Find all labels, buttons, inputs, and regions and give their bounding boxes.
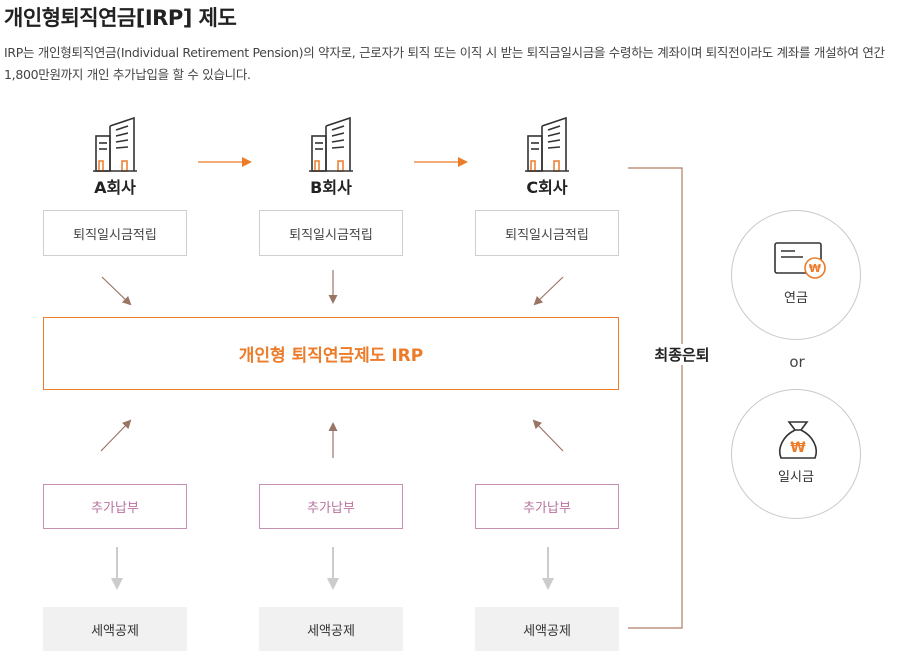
tax-deduction-box-a: 세액공제 [43, 607, 187, 651]
lump-sum-label: 일시금 [778, 470, 814, 485]
accrual-box-b: 퇴직일시금적립 [259, 210, 403, 256]
accrual-box-a: 퇴직일시금적립 [43, 210, 187, 256]
arrow-c-accrual [533, 276, 564, 306]
tax-deduction-box-b: 세액공제 [259, 607, 403, 651]
arrow-c-extra [532, 419, 564, 452]
page-description: IRP는 개인형퇴직연금(Individual Retirement Pensi… [4, 45, 885, 82]
page-title: 개인형퇴직연금[IRP] 제도 [4, 6, 237, 30]
or-label: or [789, 353, 805, 371]
svg-text:₩: ₩ [790, 440, 806, 456]
tax-deduction-box-c: 세액공제 [475, 607, 619, 651]
arrow-a-extra [100, 419, 132, 452]
company-c: C회사 [475, 116, 619, 198]
pension-label: 연금 [784, 291, 808, 306]
svg-text:₩: ₩ [809, 262, 821, 275]
company-b-name: B회사 [310, 178, 352, 197]
company-b: B회사 [259, 116, 403, 198]
final-retirement-label: 최종은퇴 [646, 344, 718, 365]
pension-card-won-icon: ₩ [774, 242, 826, 279]
extra-payment-box-a: 추가납부 [43, 484, 187, 529]
company-a: A회사 [43, 116, 187, 198]
pension-option: ₩ 연금 [731, 210, 861, 340]
extra-payment-box-c: 추가납부 [475, 484, 619, 529]
lump-sum-option: ₩ 일시금 [731, 389, 861, 519]
office-building-icon [525, 116, 569, 172]
office-building-icon [93, 116, 137, 172]
company-c-name: C회사 [526, 178, 568, 197]
money-bag-won-icon: ₩ [779, 421, 817, 459]
arrow-a-accrual [101, 276, 132, 306]
accrual-box-c: 퇴직일시금적립 [475, 210, 619, 256]
company-a-name: A회사 [94, 178, 136, 197]
extra-payment-box-b: 추가납부 [259, 484, 403, 529]
irp-central-box: 개인형 퇴직연금제도 IRP [43, 317, 619, 390]
retirement-bracket [628, 167, 683, 629]
office-building-icon [309, 116, 353, 172]
